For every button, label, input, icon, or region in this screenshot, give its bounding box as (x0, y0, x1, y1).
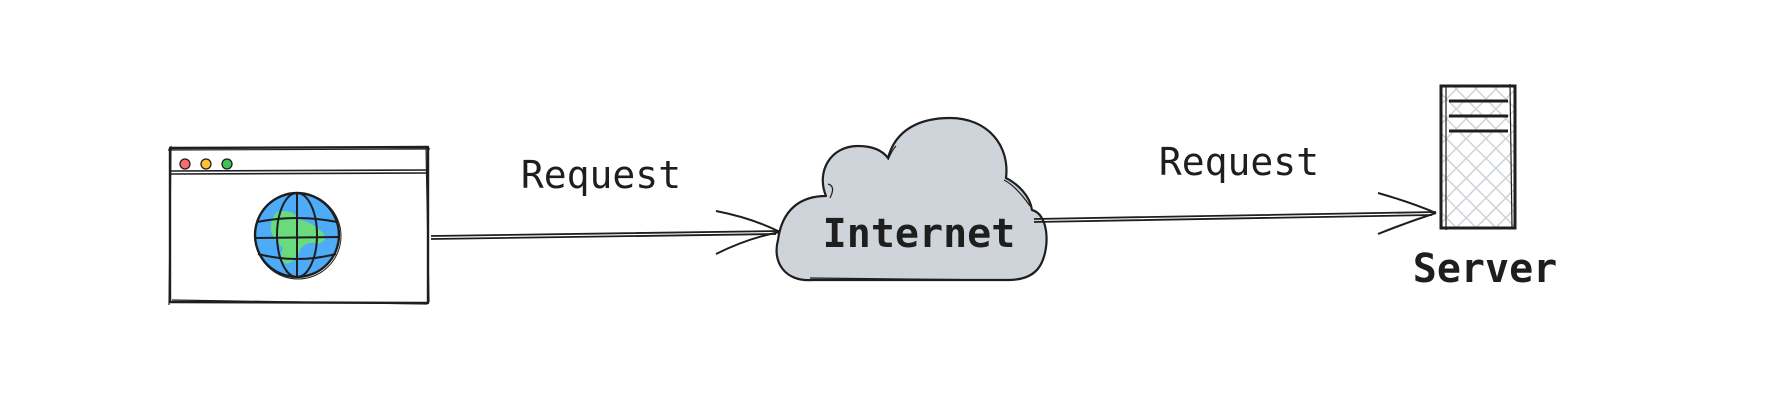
arrowhead-icon (715, 210, 781, 255)
edge-label-request-2: Request (1159, 140, 1319, 184)
server-label: Server (1413, 246, 1558, 292)
browser-dot-yellow-icon (200, 158, 212, 170)
browser-titlebar-line (169, 169, 430, 175)
browser-dot-green-icon (221, 158, 233, 170)
browser-window-node (167, 145, 431, 306)
edge-line (430, 230, 781, 240)
server-node: Server (1413, 83, 1558, 292)
globe-icon (253, 191, 342, 280)
arrowhead-icon (1377, 192, 1437, 235)
edge-internet-to-server: Request (1033, 140, 1437, 235)
cloud-icon (775, 116, 1048, 282)
browser-dot-red-icon (179, 158, 191, 170)
server-icon (1439, 83, 1517, 230)
browser-frame-sketch (167, 145, 431, 306)
edge-line (1033, 211, 1437, 223)
internet-cloud-node: Internet (775, 116, 1048, 282)
cloud-sketch (809, 145, 1031, 281)
edge-label-request-1: Request (521, 153, 681, 197)
edge-browser-to-internet: Request (430, 153, 781, 255)
internet-label: Internet (823, 211, 1016, 257)
